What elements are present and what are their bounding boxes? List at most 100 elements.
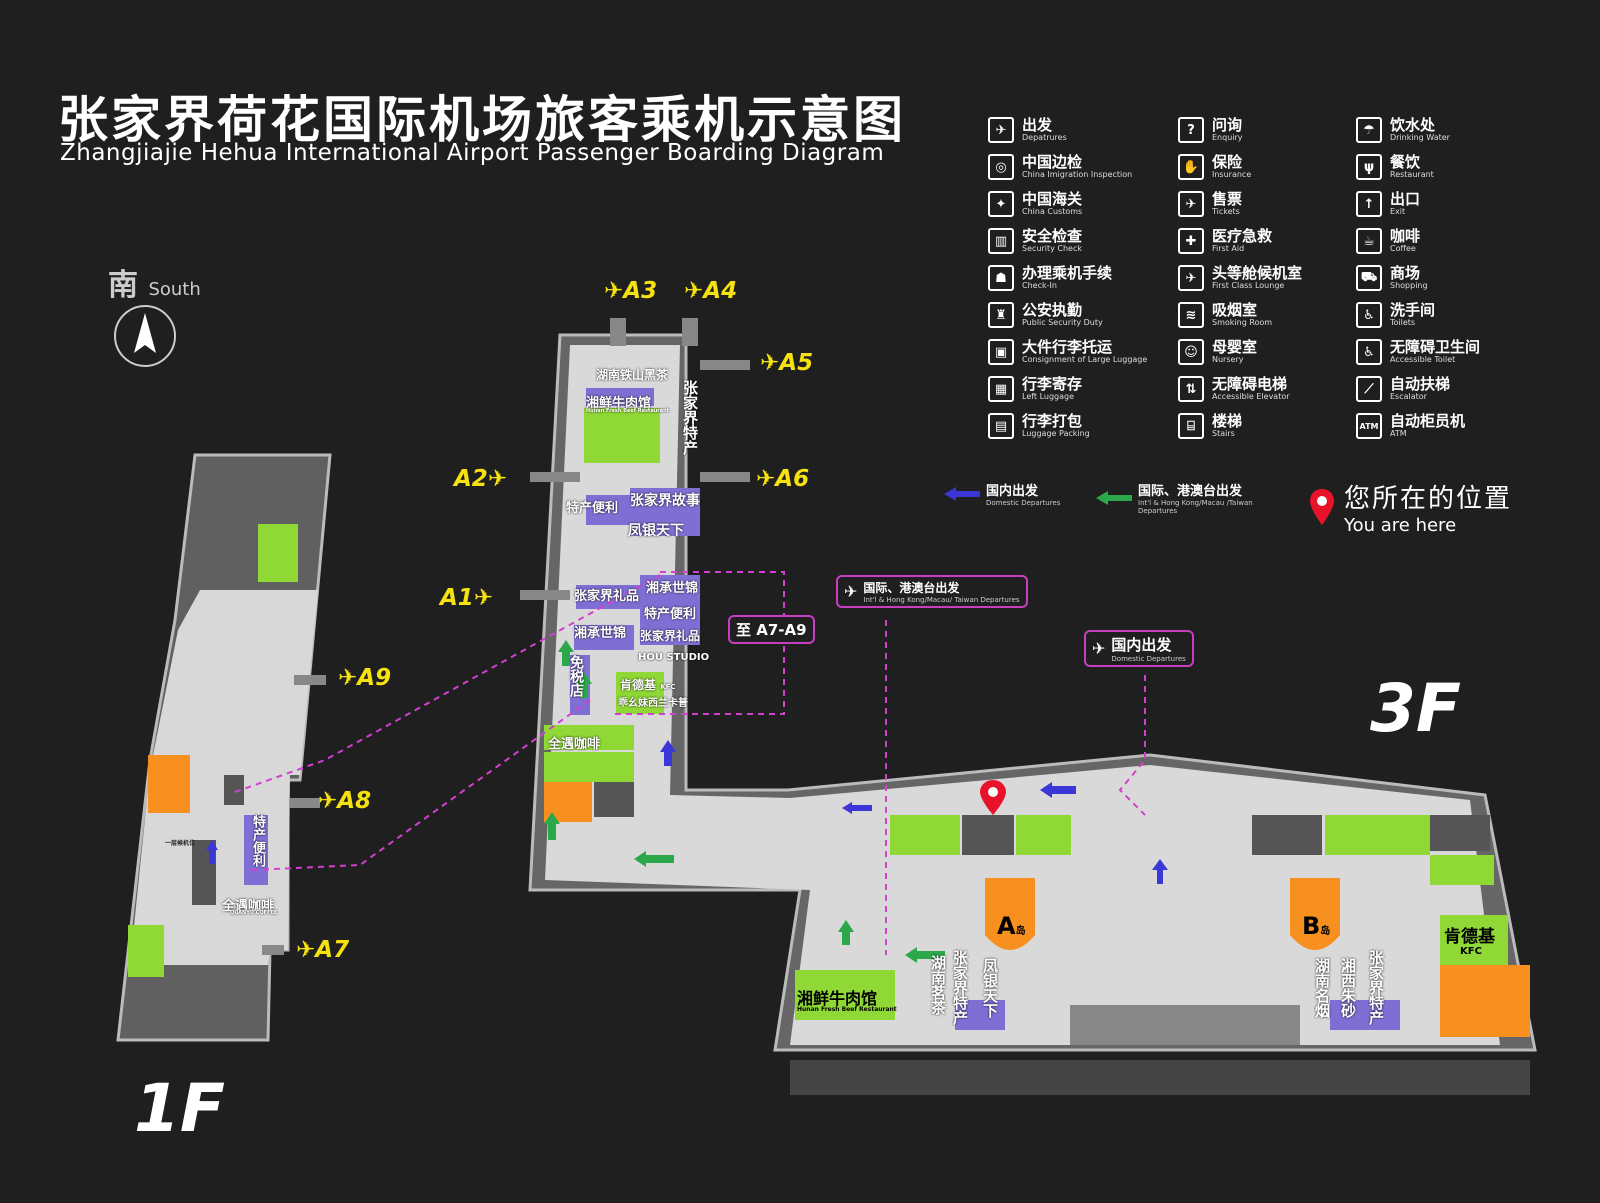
legend-label-en: Left Luggage — [1022, 392, 1075, 401]
legend-label-cn: 饮水处 — [1390, 116, 1436, 134]
legend-label-en: Restaurant — [1390, 170, 1434, 179]
lounge-icon: ✈ — [1178, 265, 1204, 291]
stairs-icon: ⌸ — [1178, 413, 1204, 439]
compass-icon — [114, 305, 176, 367]
legend-label-cn: 大件行李托运 — [1022, 338, 1113, 356]
you-are-here-en: You are here — [1344, 515, 1457, 536]
legend-label-en: Stairs — [1212, 429, 1235, 438]
green-arrow-icon — [1096, 490, 1132, 505]
shop-hunan-tea-hall: 湖南茗茶 — [929, 955, 947, 1015]
gate-a6: ✈A6 — [756, 466, 810, 492]
legend-label-en: Shopping — [1390, 281, 1428, 290]
departure-icon: ✈ — [1092, 639, 1106, 658]
gate-a7-label: A7 — [315, 937, 350, 963]
domestic-legend-cn: 国内出发 — [986, 484, 1039, 499]
legend-label-cn: 吸烟室 — [1212, 301, 1258, 319]
legend-label-cn: 咖啡 — [1390, 227, 1421, 245]
you-are-here-pin — [980, 780, 1006, 815]
island-a: A岛 — [997, 912, 1026, 940]
gate-a8: ✈A8 — [318, 788, 372, 814]
legend-label-en: Security Check — [1022, 244, 1083, 253]
large-luggage-icon: ▣ — [988, 339, 1014, 365]
luggage-packing-icon: ▤ — [988, 413, 1014, 439]
gate-a1: A1✈ — [440, 585, 494, 611]
legend-label-en: China Customs — [1022, 207, 1083, 216]
shop-quanyu-coffee-3f: 全遇咖啡 — [548, 737, 601, 752]
shop-kfc-pier: 肯德基 KFC — [620, 676, 676, 693]
domestic-departures-callout: ✈ 国内出发 Domestic Departures — [1084, 630, 1194, 667]
atm-icon: ATM — [1356, 413, 1382, 439]
intl-departures-callout: ✈ 国际、港澳台出发 Int'l & Hong Kong/Macau/ Taiw… — [836, 575, 1028, 608]
map-subtitle: Zhangjiajie Hehua International Airport … — [60, 140, 885, 166]
shop-kfc-hall-en: KFC — [1460, 946, 1482, 957]
drinking-water-icon: ☂ — [1356, 117, 1382, 143]
legend-label-cn: 无障碍电梯 — [1212, 375, 1288, 393]
island-a-letter: A — [997, 912, 1016, 940]
shopping-icon: ⛟ — [1356, 265, 1382, 291]
insurance-icon: ✋ — [1178, 154, 1204, 180]
to-a7-a9-callout: 至 A7-A9 — [728, 615, 815, 644]
you-are-here-legend: 您所在的位置 You are here — [1310, 478, 1512, 536]
floor-label-3f: 3F — [1370, 670, 1462, 747]
legend-label-cn: 自动柜员机 — [1390, 412, 1466, 430]
legend-label-en: First Aid — [1212, 244, 1245, 253]
shop-beef-restaurant-pier-en: Hunan Fresh Beef Restaurant — [586, 408, 670, 414]
compass-cn: 南 — [108, 268, 138, 303]
shop-xiangxi-cinnabar: 湘西朱砂 — [1339, 958, 1357, 1018]
shop-zjj-specialty-hall-2: 张家界特产 — [1367, 950, 1385, 1025]
legend-label-cn: 公安执勤 — [1022, 301, 1083, 319]
shop-zjj-specialty-pier: 张家界特产 — [681, 380, 699, 455]
shop-zjj-story: 张家界故事 — [630, 493, 700, 509]
legend-label-en: China Imigration Inspection — [1022, 170, 1133, 179]
dom-callout-cn: 国内出发 — [1111, 636, 1172, 654]
direction-arrows — [206, 640, 1168, 963]
smoking-icon: ≋ — [1178, 302, 1204, 328]
escalator-icon: ⟋ — [1356, 376, 1382, 402]
legend-label-en: Nursery — [1212, 355, 1244, 364]
gate-a8-label: A8 — [337, 788, 372, 814]
legend-label-en: First Class Lounge — [1212, 281, 1285, 290]
international-departure-legend: 国际、港澳台出发 Int'l & Hong Kong/Macau /Taiwan… — [1096, 480, 1258, 515]
intl-callout-en: Int'l & Hong Kong/Macau/ Taiwan Departur… — [863, 596, 1020, 604]
map-title: 张家界荷花国际机场旅客乘机示意图 — [58, 91, 906, 149]
international-legend-en: Int'l & Hong Kong/Macau /Taiwan Departur… — [1138, 499, 1253, 515]
gate-a7: ✈A7 — [296, 937, 350, 963]
legend-label-en: Smoking Room — [1212, 318, 1273, 327]
gate-a2: A2✈ — [454, 466, 508, 492]
legend-label-cn: 出口 — [1390, 190, 1421, 208]
gate-a3: ✈A3 — [604, 278, 658, 304]
legend-label-cn: 楼梯 — [1212, 412, 1243, 430]
floor-1f-plan — [116, 453, 332, 1042]
shop-xiangcheng-2: 湘承世锦 — [574, 626, 627, 641]
gate-a1-label: A1 — [440, 585, 474, 611]
shop-hunan-tea: 湖南铁山黑茶 — [596, 368, 669, 382]
shop-hou-studio: HOU STUDIO — [638, 652, 710, 663]
shop-specialty-1f: 特产便利 — [250, 815, 265, 867]
floor-3f-pier — [520, 318, 1537, 1095]
shop-brownie: 乖幺妹西兰卡普 — [618, 698, 688, 709]
shop-quanyu-coffee-1f-en: QUANYU COFFEE — [230, 910, 278, 916]
restaurant-icon: ψ — [1356, 154, 1382, 180]
legend-label-en: Consignment of Large Luggage — [1022, 355, 1148, 364]
shop-hunan-cigarette: 湖南名烟 — [1313, 958, 1331, 1018]
legend-label-en: Public Security Duty — [1022, 318, 1103, 327]
departure-icon: ✈ — [844, 582, 858, 601]
coffee-icon: ☕ — [1356, 228, 1382, 254]
blue-arrow-icon — [944, 486, 980, 501]
